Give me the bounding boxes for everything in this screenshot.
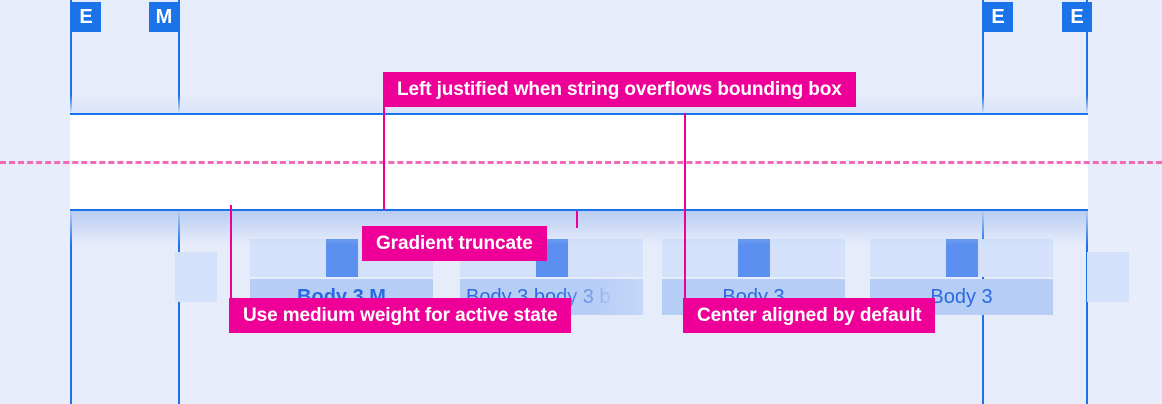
tab-icon-slot-3	[870, 239, 1053, 277]
tab-glyph-icon	[737, 239, 770, 277]
leader-line-medium-weight	[230, 205, 232, 301]
annotation-gradient-truncate: Gradient truncate	[362, 226, 547, 261]
baseline-guide	[0, 161, 1162, 164]
tab-glyph-icon	[945, 239, 978, 277]
leader-line-center-aligned	[684, 113, 686, 301]
tab-label-3: Body 3	[930, 285, 993, 308]
annotation-medium-weight: Use medium weight for active state	[229, 298, 572, 333]
annotation-left-justified: Left justified when string overflows bou…	[383, 72, 856, 107]
edge-placeholder-left	[175, 252, 217, 302]
leader-line-gradient	[576, 211, 578, 228]
badge-e-right-inner: E	[983, 2, 1013, 32]
annotation-center-aligned: Center aligned by default	[683, 298, 936, 333]
tab-icon-slot-2	[662, 239, 845, 277]
edge-placeholder-right	[1087, 252, 1129, 302]
tab-glyph-icon	[325, 239, 358, 277]
badge-e-right-outer: E	[1062, 2, 1092, 32]
badge-e-left-outer: E	[71, 2, 101, 32]
badge-m-left-inner: M	[149, 2, 179, 32]
leader-line-left-justified	[383, 72, 385, 210]
